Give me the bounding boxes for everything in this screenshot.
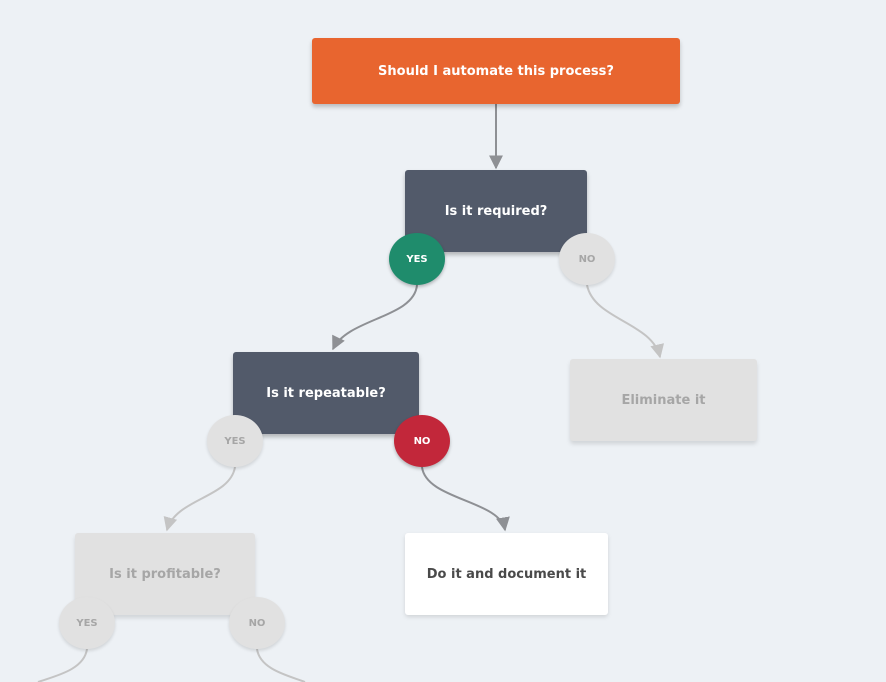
badge-required-no[interactable]: NO bbox=[559, 233, 615, 285]
node-repeatable-question[interactable]: Is it repeatable? bbox=[233, 352, 419, 434]
badge-profitable-no[interactable]: NO bbox=[229, 597, 285, 649]
edge-profitable-no-continuation bbox=[256, 648, 306, 682]
node-eliminate-label: Eliminate it bbox=[621, 392, 706, 408]
badge-profitable-yes[interactable]: YES bbox=[59, 597, 115, 649]
badge-repeatable-yes[interactable]: YES bbox=[207, 415, 263, 467]
edge-required-yes-to-repeatable bbox=[332, 284, 418, 351]
node-profitable-question[interactable]: Is it profitable? bbox=[75, 533, 255, 615]
node-repeatable-label: Is it repeatable? bbox=[266, 385, 386, 401]
badge-required-yes[interactable]: YES bbox=[389, 233, 445, 285]
node-profitable-label: Is it profitable? bbox=[109, 566, 221, 582]
node-document-label: Do it and document it bbox=[426, 566, 587, 582]
node-required-label: Is it required? bbox=[444, 203, 548, 219]
node-root-label: Should I automate this process? bbox=[378, 63, 614, 79]
badge-repeatable-no[interactable]: NO bbox=[394, 415, 450, 467]
edge-repeatable-no-to-document bbox=[421, 466, 510, 532]
node-document-outcome[interactable]: Do it and document it bbox=[405, 533, 608, 615]
node-root-question[interactable]: Should I automate this process? bbox=[312, 38, 680, 104]
edge-required-no-to-eliminate bbox=[586, 284, 664, 359]
node-eliminate-outcome[interactable]: Eliminate it bbox=[570, 359, 757, 441]
edge-profitable-yes-continuation bbox=[37, 648, 88, 682]
edge-repeatable-yes-to-profitable bbox=[163, 466, 236, 532]
node-required-question[interactable]: Is it required? bbox=[405, 170, 587, 252]
